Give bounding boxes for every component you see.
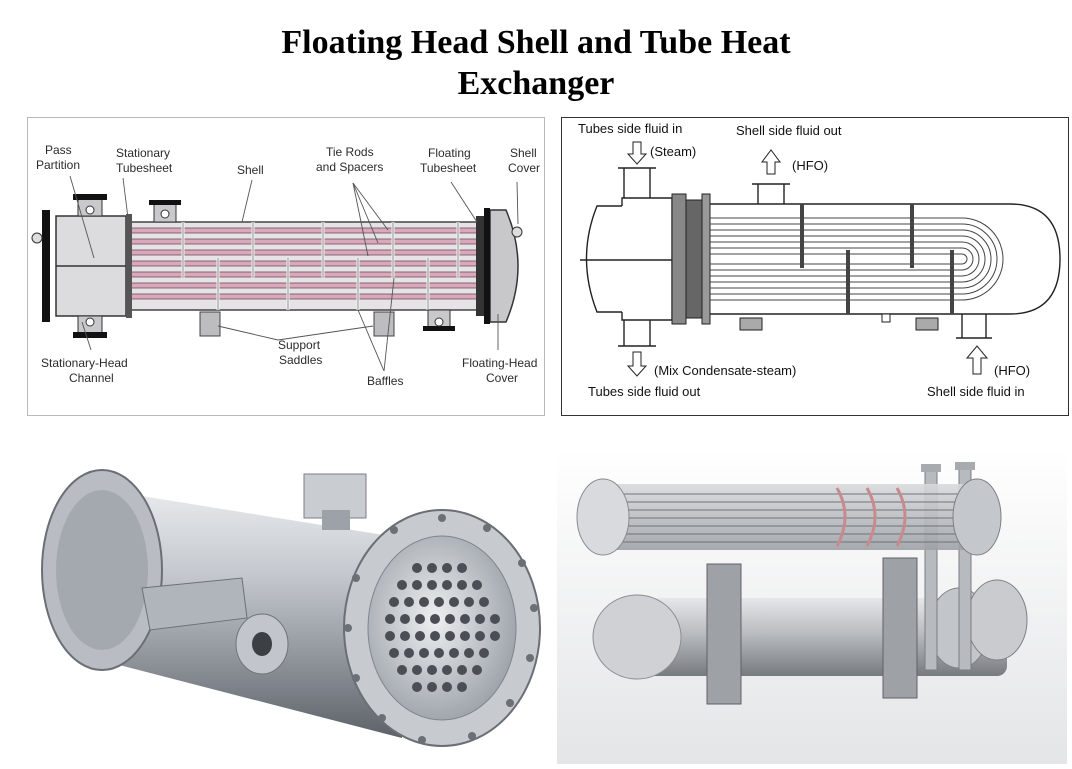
saddle-left	[739, 317, 763, 331]
lifting-lug-right	[511, 226, 523, 238]
lifting-lug-left	[31, 232, 43, 244]
label-hfo-bottom: (HFO)	[994, 363, 1030, 378]
label-floating-head-2: Cover	[486, 371, 518, 385]
label-shell-cover-1: Shell	[510, 146, 537, 160]
label-shell: Shell	[237, 163, 264, 177]
label-baffles: Baffles	[367, 374, 403, 388]
label-support-saddles-1: Support	[278, 338, 321, 352]
red-baffles	[835, 487, 907, 547]
flow-diagram: Tubes side fluid in (Steam) Shell side f…	[561, 117, 1069, 416]
label-floating-head-1: Floating-Head	[462, 356, 537, 370]
leader-lines	[69, 175, 519, 372]
cutaway-diagram: Pass Partition Stationary Tubesheet Shel…	[27, 117, 545, 416]
tubesheet	[685, 199, 703, 319]
label-tubes-in: Tubes side fluid in	[578, 121, 682, 136]
support-left	[706, 563, 742, 705]
baffles	[800, 204, 954, 314]
channel-nozzle-top	[73, 194, 107, 217]
label-mix: (Mix Condensate-steam)	[654, 363, 796, 378]
render-exchanger-photo	[557, 448, 1067, 764]
shell-cover	[489, 209, 519, 323]
stationary-tubesheet	[126, 214, 132, 318]
shell-nozzle-top	[149, 200, 181, 223]
label-tubes-out: Tubes side fluid out	[588, 384, 701, 399]
label-support-saddles-2: Saddles	[279, 353, 322, 367]
label-stationary-head-2: Channel	[69, 371, 114, 385]
label-stationary-tubesheet-2: Tubesheet	[116, 161, 173, 175]
support-saddle-right	[373, 311, 395, 337]
tubesheet-flange-right	[701, 193, 711, 325]
tubesheet-flange-left	[671, 193, 687, 325]
support-saddle-left	[199, 311, 221, 337]
label-pass-partition-2: Partition	[36, 158, 80, 172]
title-line-2: Exchanger	[457, 65, 615, 102]
label-floating-tubesheet-1: Floating	[428, 146, 471, 160]
tubesheet-face	[367, 535, 517, 721]
shell-nozzle-bottom	[423, 309, 455, 331]
label-tie-rods-2: and Spacers	[316, 160, 383, 174]
label-shell-cover-2: Cover	[508, 161, 540, 175]
floating-tubesheet	[476, 216, 484, 316]
label-stationary-tubesheet-1: Stationary	[116, 146, 170, 160]
render-exchanger-illustration	[557, 448, 1067, 764]
support-right	[882, 557, 918, 699]
upper-head	[576, 478, 630, 556]
arrow-tubes-out-icon	[626, 351, 648, 377]
channel-nozzle-bottom	[73, 315, 107, 338]
flange-bolts	[344, 514, 538, 744]
arrow-shell-in-icon	[965, 345, 989, 375]
side-bracket	[141, 577, 248, 631]
exchanger-outline	[580, 167, 1061, 347]
label-floating-tubesheet-2: Tubesheet	[420, 161, 477, 175]
tube-holes	[385, 563, 500, 692]
arrow-shell-out-icon	[761, 149, 781, 175]
title-line-1: Floating Head Shell and Tube Heat	[281, 24, 791, 61]
label-pass-partition-1: Pass	[45, 143, 72, 157]
stainless-exchanger-illustration	[41, 469, 541, 747]
cutaway-diagram-svg: Pass Partition Stationary Tubesheet Shel…	[31, 143, 540, 388]
label-shell-in: Shell side fluid in	[927, 384, 1025, 399]
label-shell-out: Shell side fluid out	[736, 123, 842, 138]
upper-tubes	[607, 493, 972, 543]
arrow-tubes-in-icon	[626, 141, 648, 165]
label-stationary-head-1: Stationary-Head	[41, 356, 128, 370]
stainless-exchanger-photo	[22, 448, 542, 758]
label-hfo-top: (HFO)	[792, 158, 828, 173]
label-steam: (Steam)	[650, 144, 696, 159]
saddle-right	[915, 317, 939, 331]
label-tie-rods-1: Tie Rods	[326, 145, 374, 159]
lower-dome-head	[592, 594, 682, 680]
channel-cover-plate	[42, 210, 50, 322]
page-title: Floating Head Shell and Tube Heat Exchan…	[0, 22, 1072, 104]
u-tube-bundle	[710, 217, 1004, 301]
flow-diagram-svg: Tubes side fluid in (Steam) Shell side f…	[578, 121, 1061, 399]
